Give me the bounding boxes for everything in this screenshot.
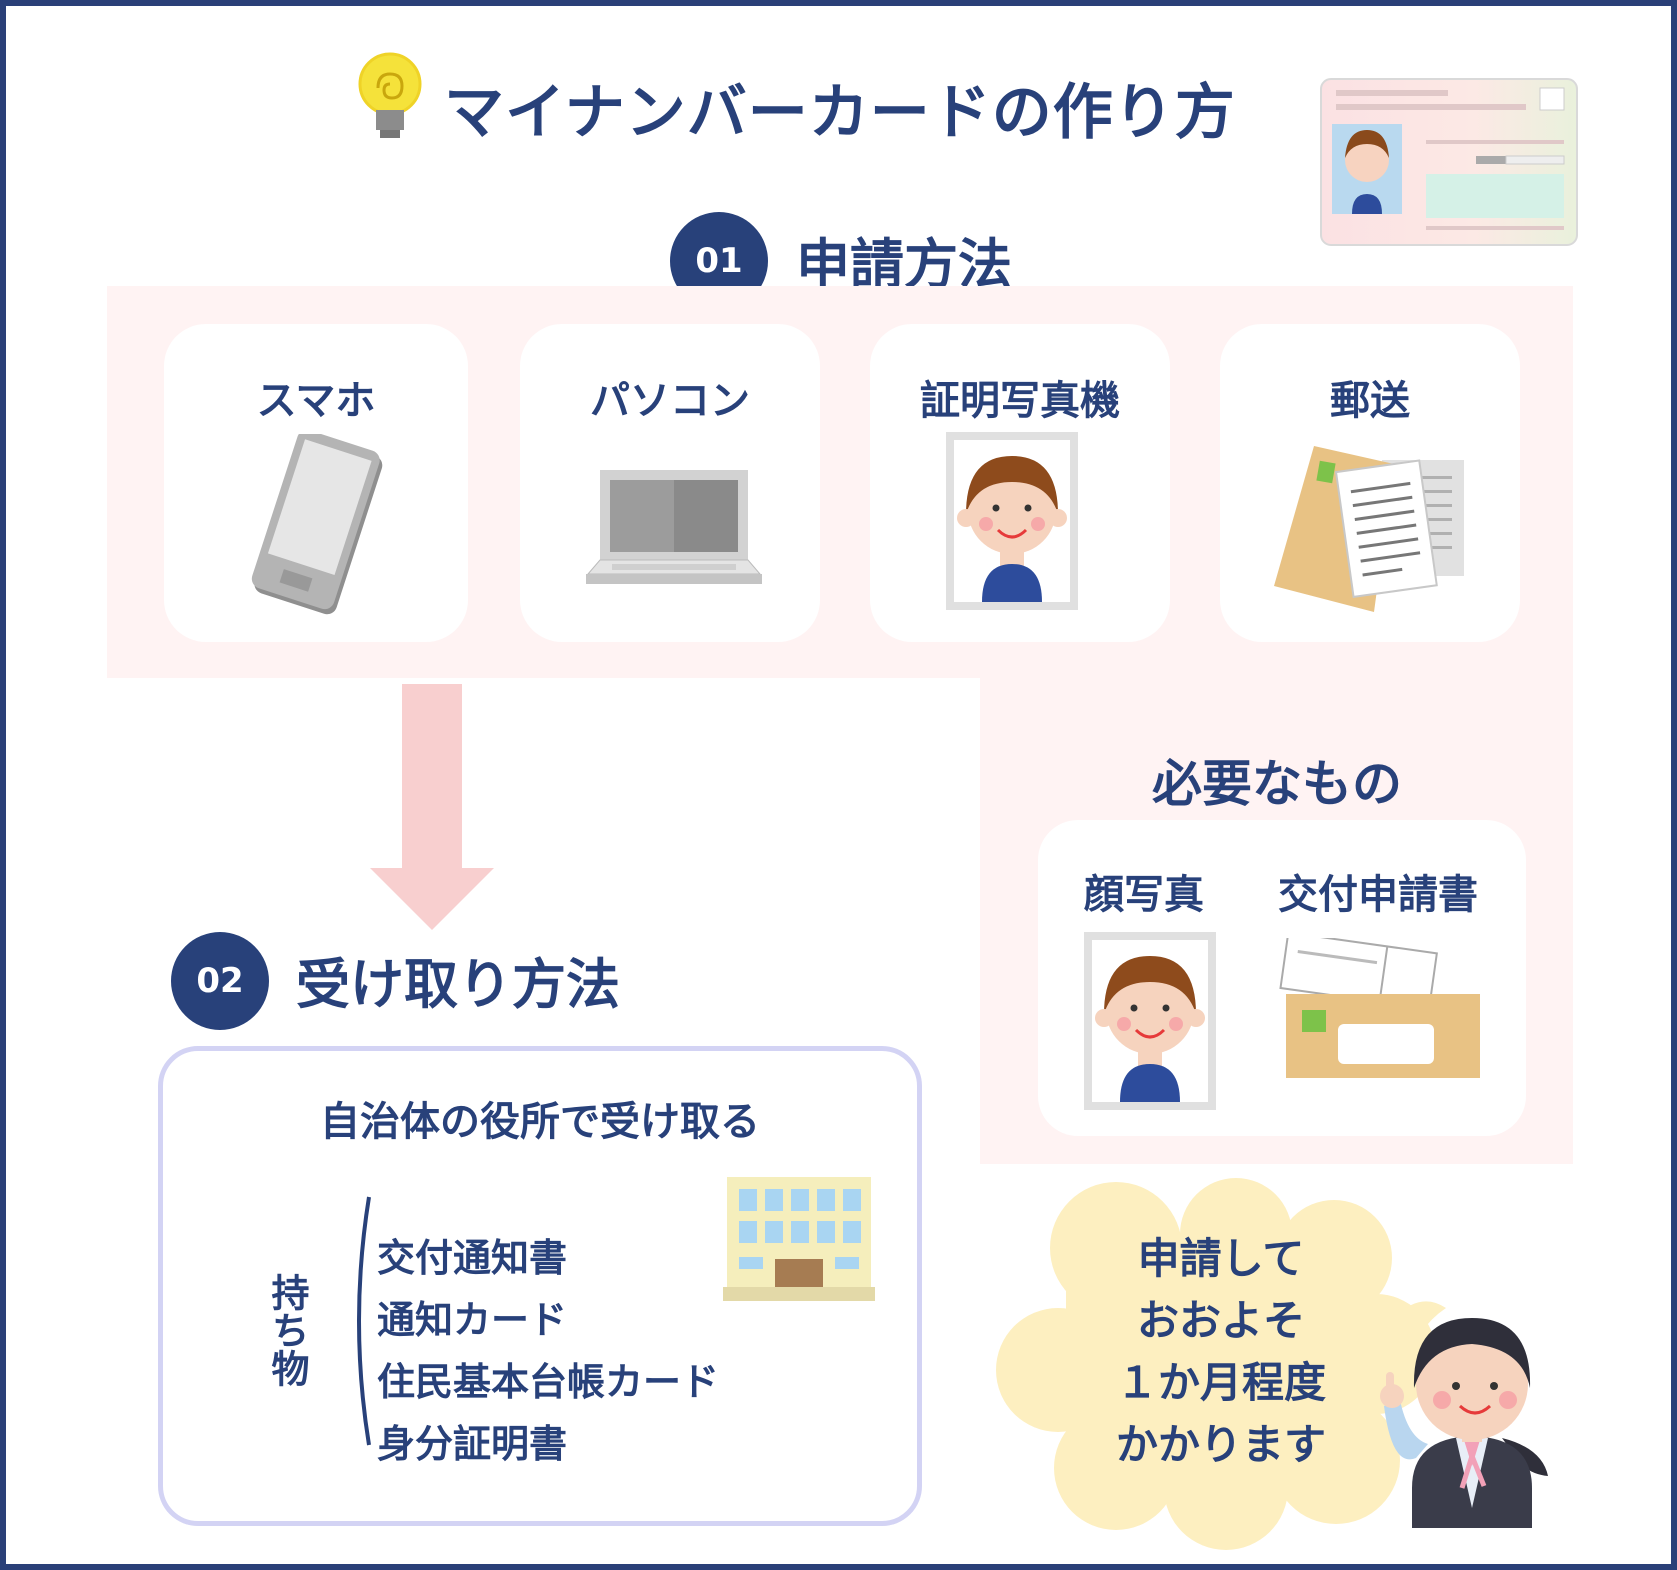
receive-method-box: 自治体の役所で受け取る 持ち物 交付通知書 通知カード 住民基本台帳カード 身分… xyxy=(158,1046,922,1526)
speech-bubble xyxy=(996,1178,1446,1550)
application-form-icon xyxy=(1279,938,1480,1078)
lightbulb-icon xyxy=(358,52,422,138)
bubble-line: かかります xyxy=(1115,1420,1326,1469)
list-item: 身分証明書 xyxy=(377,1422,568,1466)
requirement-label-form: 交付申請書 xyxy=(1278,872,1478,918)
my-number-card-icon xyxy=(1320,78,1578,246)
bubble-line: おおよそ xyxy=(1136,1296,1305,1345)
method-label: パソコン xyxy=(590,378,750,424)
receive-box-title: 自治体の役所で受け取る xyxy=(320,1099,760,1145)
bring-items-label: 持ち物 xyxy=(265,1273,309,1387)
arrow-down-icon xyxy=(370,684,494,930)
method-label: スマホ xyxy=(256,378,376,424)
bubble-line: 申請して xyxy=(1137,1234,1305,1283)
bubble-line: １か月程度 xyxy=(1115,1358,1326,1407)
method-label: 証明写真機 xyxy=(920,378,1120,424)
bring-items-list: 交付通知書 通知カード 住民基本台帳カード 身分証明書 xyxy=(377,1227,719,1475)
requirement-label-photo: 顔写真 xyxy=(1084,872,1204,918)
bubble-text: 申請して おおよそ １か月程度 かかります xyxy=(1066,1228,1376,1476)
face-photo-icon xyxy=(1084,932,1216,1110)
mail-icon xyxy=(1274,446,1464,612)
government-office-icon xyxy=(723,1177,875,1301)
list-item: 交付通知書 xyxy=(377,1236,568,1280)
step-number-badge: 02 xyxy=(171,932,269,1030)
method-label: 郵送 xyxy=(1330,378,1410,424)
method-card-photo-booth: 証明写真機 xyxy=(870,324,1170,642)
method-card-pc: パソコン xyxy=(520,324,820,642)
method-card-smartphone: スマホ xyxy=(164,324,468,642)
photo-booth-icon xyxy=(946,432,1078,610)
page-title: マイナンバーカードの作り方 xyxy=(444,78,1236,148)
bracket-icon xyxy=(357,1196,371,1446)
step-title: 申請方法 xyxy=(796,233,1012,296)
method-card-mail: 郵送 xyxy=(1220,324,1520,642)
requirements-card: 顔写真 交付申請書 xyxy=(1038,820,1526,1136)
requirements-title: 必要なもの xyxy=(1152,755,1402,813)
list-item: 通知カード xyxy=(377,1298,568,1342)
list-item: 住民基本台帳カード xyxy=(377,1360,720,1404)
staff-woman-icon xyxy=(1380,1318,1548,1528)
step-title: 受け取り方法 xyxy=(296,953,620,1016)
laptop-icon xyxy=(586,470,762,584)
smartphone-icon xyxy=(251,434,383,615)
